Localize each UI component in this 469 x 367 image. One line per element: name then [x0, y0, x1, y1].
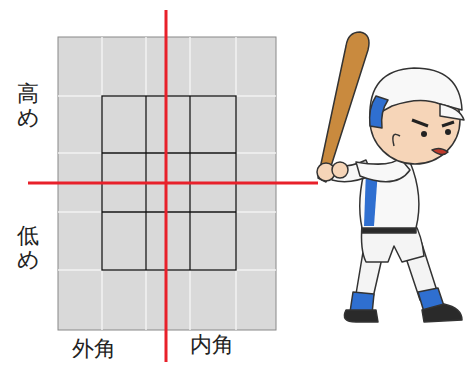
- center-cross: [28, 10, 318, 362]
- batter-illustration: [317, 32, 464, 322]
- axis-label: 低め: [17, 224, 39, 272]
- axis-label: 外角: [72, 334, 116, 364]
- axis-label: 高め: [17, 82, 39, 130]
- axis-label: 内角: [190, 330, 234, 360]
